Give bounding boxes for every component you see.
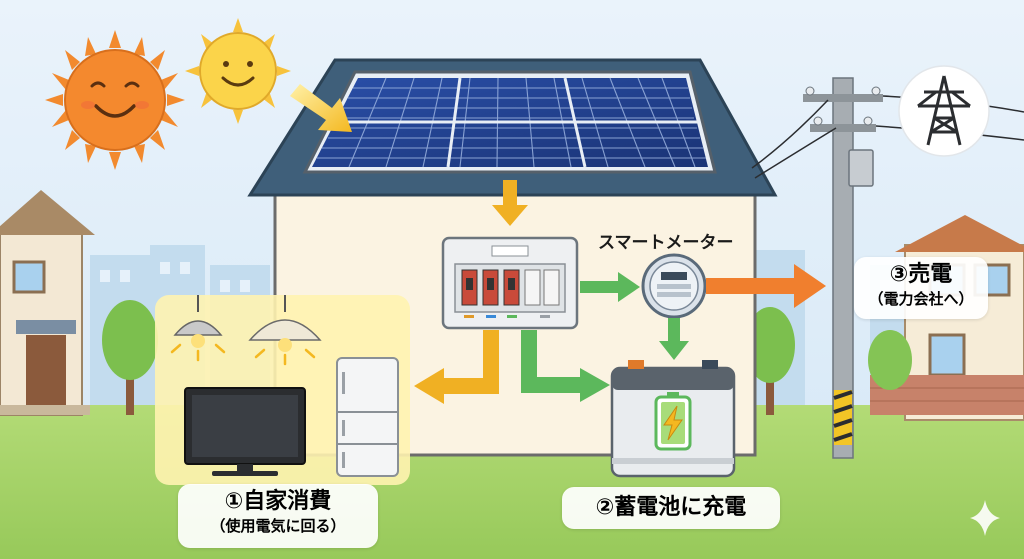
smart-meter	[641, 253, 707, 319]
refrigerator-icon	[336, 357, 399, 477]
distribution-board	[441, 236, 579, 330]
solar-panel	[302, 70, 717, 174]
neighbor-house-left	[0, 190, 95, 416]
tree-right	[745, 307, 795, 415]
storage-battery	[610, 360, 736, 478]
sell-label-box: ③売電 （電力会社へ）	[854, 257, 988, 319]
arrow-meter-to-battery	[659, 318, 689, 360]
lamp-icon-left	[170, 295, 226, 362]
sun-icon-large	[45, 30, 185, 170]
utility-pole	[803, 77, 883, 459]
sunlight-arrow	[290, 84, 352, 132]
smart-meter-label: スマートメーター	[598, 233, 734, 253]
lightning-icon	[663, 405, 683, 441]
sell-subtitle: （電力会社へ）	[868, 290, 974, 308]
self-use-title: ①自家消費	[224, 489, 332, 514]
lamp-icon-right	[248, 295, 322, 366]
arrow-board-to-appliances	[414, 330, 499, 404]
sell-title: ③売電	[889, 262, 953, 287]
tree-left	[102, 300, 158, 415]
self-use-label-box: ①自家消費 （使用電気に回る）	[178, 484, 378, 548]
tv-icon	[184, 387, 306, 476]
arrow-board-to-meter	[580, 272, 640, 302]
transmission-tower-icon	[898, 65, 990, 157]
arrow-meter-to-grid	[706, 264, 826, 308]
self-use-subtitle: （使用電気に回る）	[210, 517, 346, 535]
bush-right	[868, 330, 912, 390]
battery-label-box: ②蓄電池に充電	[562, 487, 780, 529]
sparkle-icon	[970, 500, 1000, 536]
sun-icon-small	[185, 18, 291, 124]
battery-title: ②蓄電池に充電	[595, 495, 747, 520]
arrow-panel-to-board	[492, 180, 528, 226]
arrow-board-to-battery	[521, 330, 610, 402]
